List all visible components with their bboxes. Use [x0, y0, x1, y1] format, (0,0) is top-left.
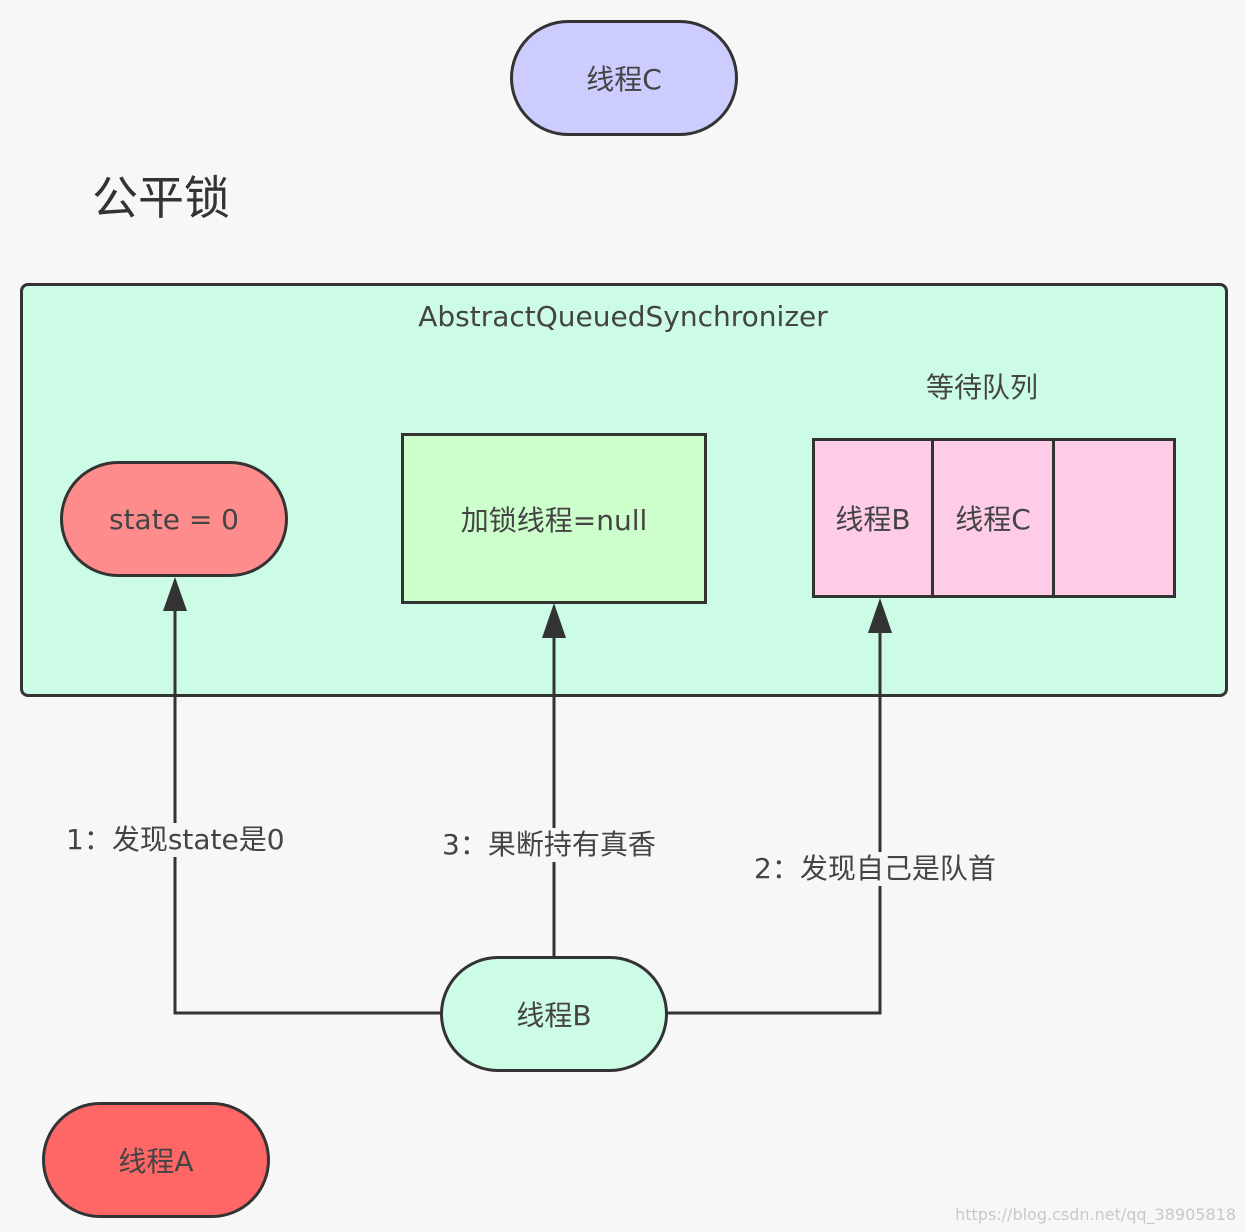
- lock-owner-label: 加锁线程=null: [460, 503, 648, 537]
- thread-c-node: 线程C: [510, 20, 738, 136]
- watermark: https://blog.csdn.net/qq_38905818: [955, 1205, 1236, 1224]
- queue-cell-2-label: 线程C: [955, 503, 1031, 536]
- state-label: state = 0: [108, 502, 239, 536]
- queue-cell-1: 线程B: [812, 438, 934, 598]
- lock-owner-node: 加锁线程=null: [401, 433, 707, 604]
- edge-label-step3: 3：果断持有真香: [440, 828, 658, 862]
- thread-b-label: 线程B: [516, 999, 592, 1032]
- edge-label-step1: 1：发现state是0: [64, 823, 287, 857]
- wait-queue-title: 等待队列: [926, 371, 1039, 404]
- queue-cell-3: [1052, 438, 1176, 598]
- aqs-title: AbstractQueuedSynchronizer: [418, 300, 828, 333]
- thread-c-label: 线程C: [586, 63, 662, 96]
- thread-a-node: 线程A: [42, 1102, 270, 1218]
- thread-b-node: 线程B: [440, 956, 668, 1072]
- queue-cell-2: 线程C: [931, 438, 1055, 598]
- edge-label-step2: 2：发现自己是队首: [752, 852, 998, 886]
- queue-cell-1-label: 线程B: [835, 503, 911, 536]
- state-node: state = 0: [60, 461, 288, 577]
- diagram-title: 公平锁: [92, 171, 230, 225]
- thread-a-label: 线程A: [118, 1145, 194, 1178]
